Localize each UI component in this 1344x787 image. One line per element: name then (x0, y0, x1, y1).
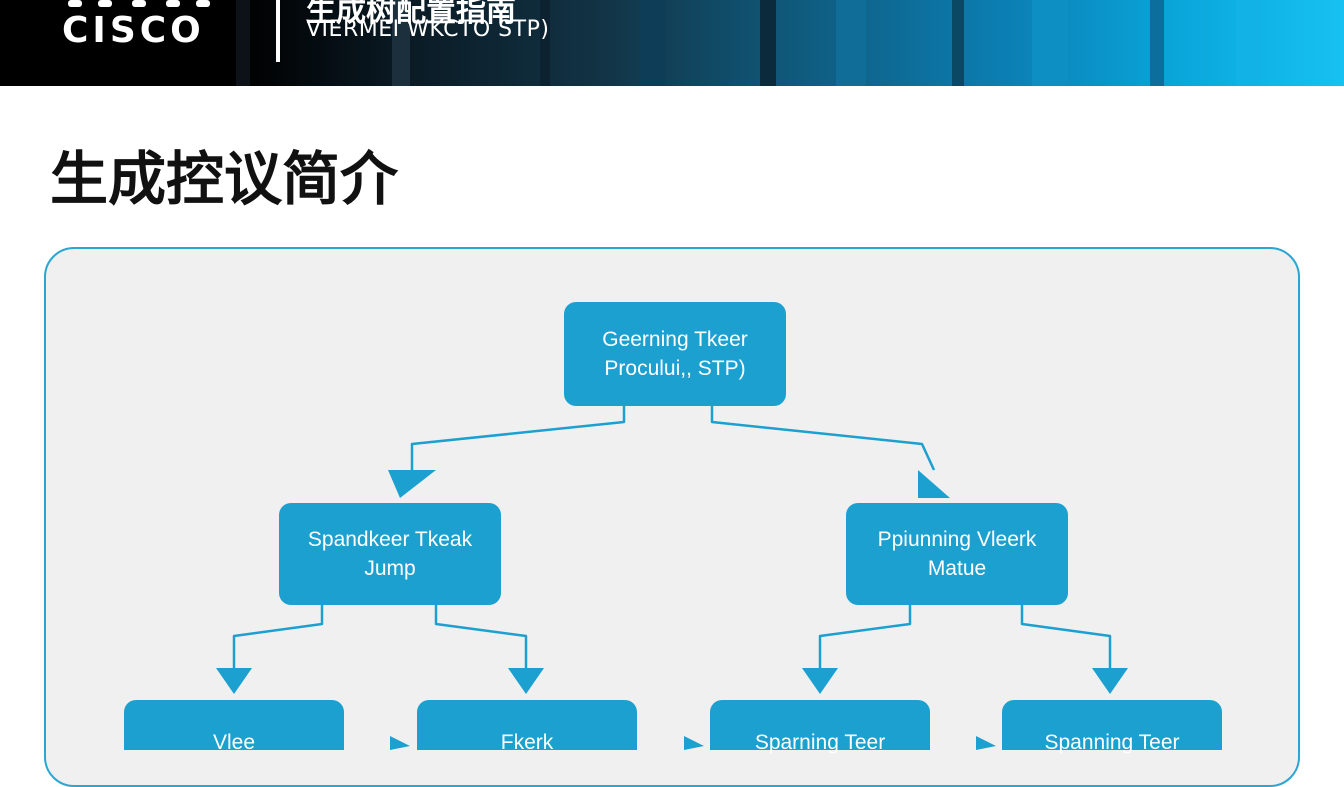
connector-root-left (410, 406, 626, 470)
diagram-connectors (216, 406, 1128, 750)
node-leaf4: Spanning Teer (1002, 700, 1222, 754)
node-root: Geerning Tkeer Procului,, STP) (564, 302, 786, 406)
arrowhead-left-icon (388, 470, 436, 498)
node-right-line2: Matue (927, 557, 987, 580)
header-subtitle: VIERMEI WKCTO STP) (306, 17, 550, 42)
cisco-logo-text: CISCO (62, 10, 205, 51)
arrowhead-sibling3-icon (976, 736, 996, 750)
arrowhead-right-icon (918, 470, 950, 498)
node-root-line2: Procului,, STP) (604, 357, 746, 380)
node-leaf3: Sparning Teer (710, 700, 930, 754)
arrowhead-leaf1-icon (216, 668, 252, 694)
node-right: Ppiunning Vleerk Matue (846, 503, 1068, 605)
node-left-line2: Jump (364, 557, 416, 580)
arrowhead-leaf4-icon (1092, 668, 1128, 694)
node-leaf2: Fkerk (417, 700, 637, 754)
cisco-logo-bars-icon (68, 0, 210, 7)
connector-right-leaf3 (818, 605, 912, 668)
connector-left-leaf2 (434, 605, 528, 668)
arrowhead-leaf2-icon (508, 668, 544, 694)
page-title: 生成控议简介 (50, 145, 399, 213)
node-leaf1: Vlee (124, 700, 344, 754)
header-title: 生成树配置指南 (306, 0, 516, 29)
node-leaf4-line1: Spanning Teer (1044, 731, 1180, 754)
arrowhead-sibling2-icon (684, 736, 704, 750)
header-banner: CISCO 生成树配置指南 VIERMEI WKCTO STP) (0, 0, 1344, 86)
connector-root-right (710, 406, 936, 471)
node-leaf3-line1: Sparning Teer (754, 731, 886, 754)
node-root-line1: Geerning Tkeer (602, 328, 748, 351)
connector-left-leaf1 (232, 605, 324, 668)
node-leaf1-line1: Vlee (212, 731, 256, 754)
node-left: Spandkeer Tkeak Jump (279, 503, 501, 605)
arrowhead-sibling1-icon (390, 736, 410, 750)
node-left-line1: Spandkeer Tkeak (307, 528, 473, 551)
connector-right-leaf4 (1020, 605, 1112, 668)
header-divider (276, 0, 280, 62)
node-right-line1: Ppiunning Vleerk (877, 528, 1037, 551)
node-leaf2-line1: Fkerk (500, 731, 554, 754)
arrowhead-leaf3-icon (802, 668, 838, 694)
